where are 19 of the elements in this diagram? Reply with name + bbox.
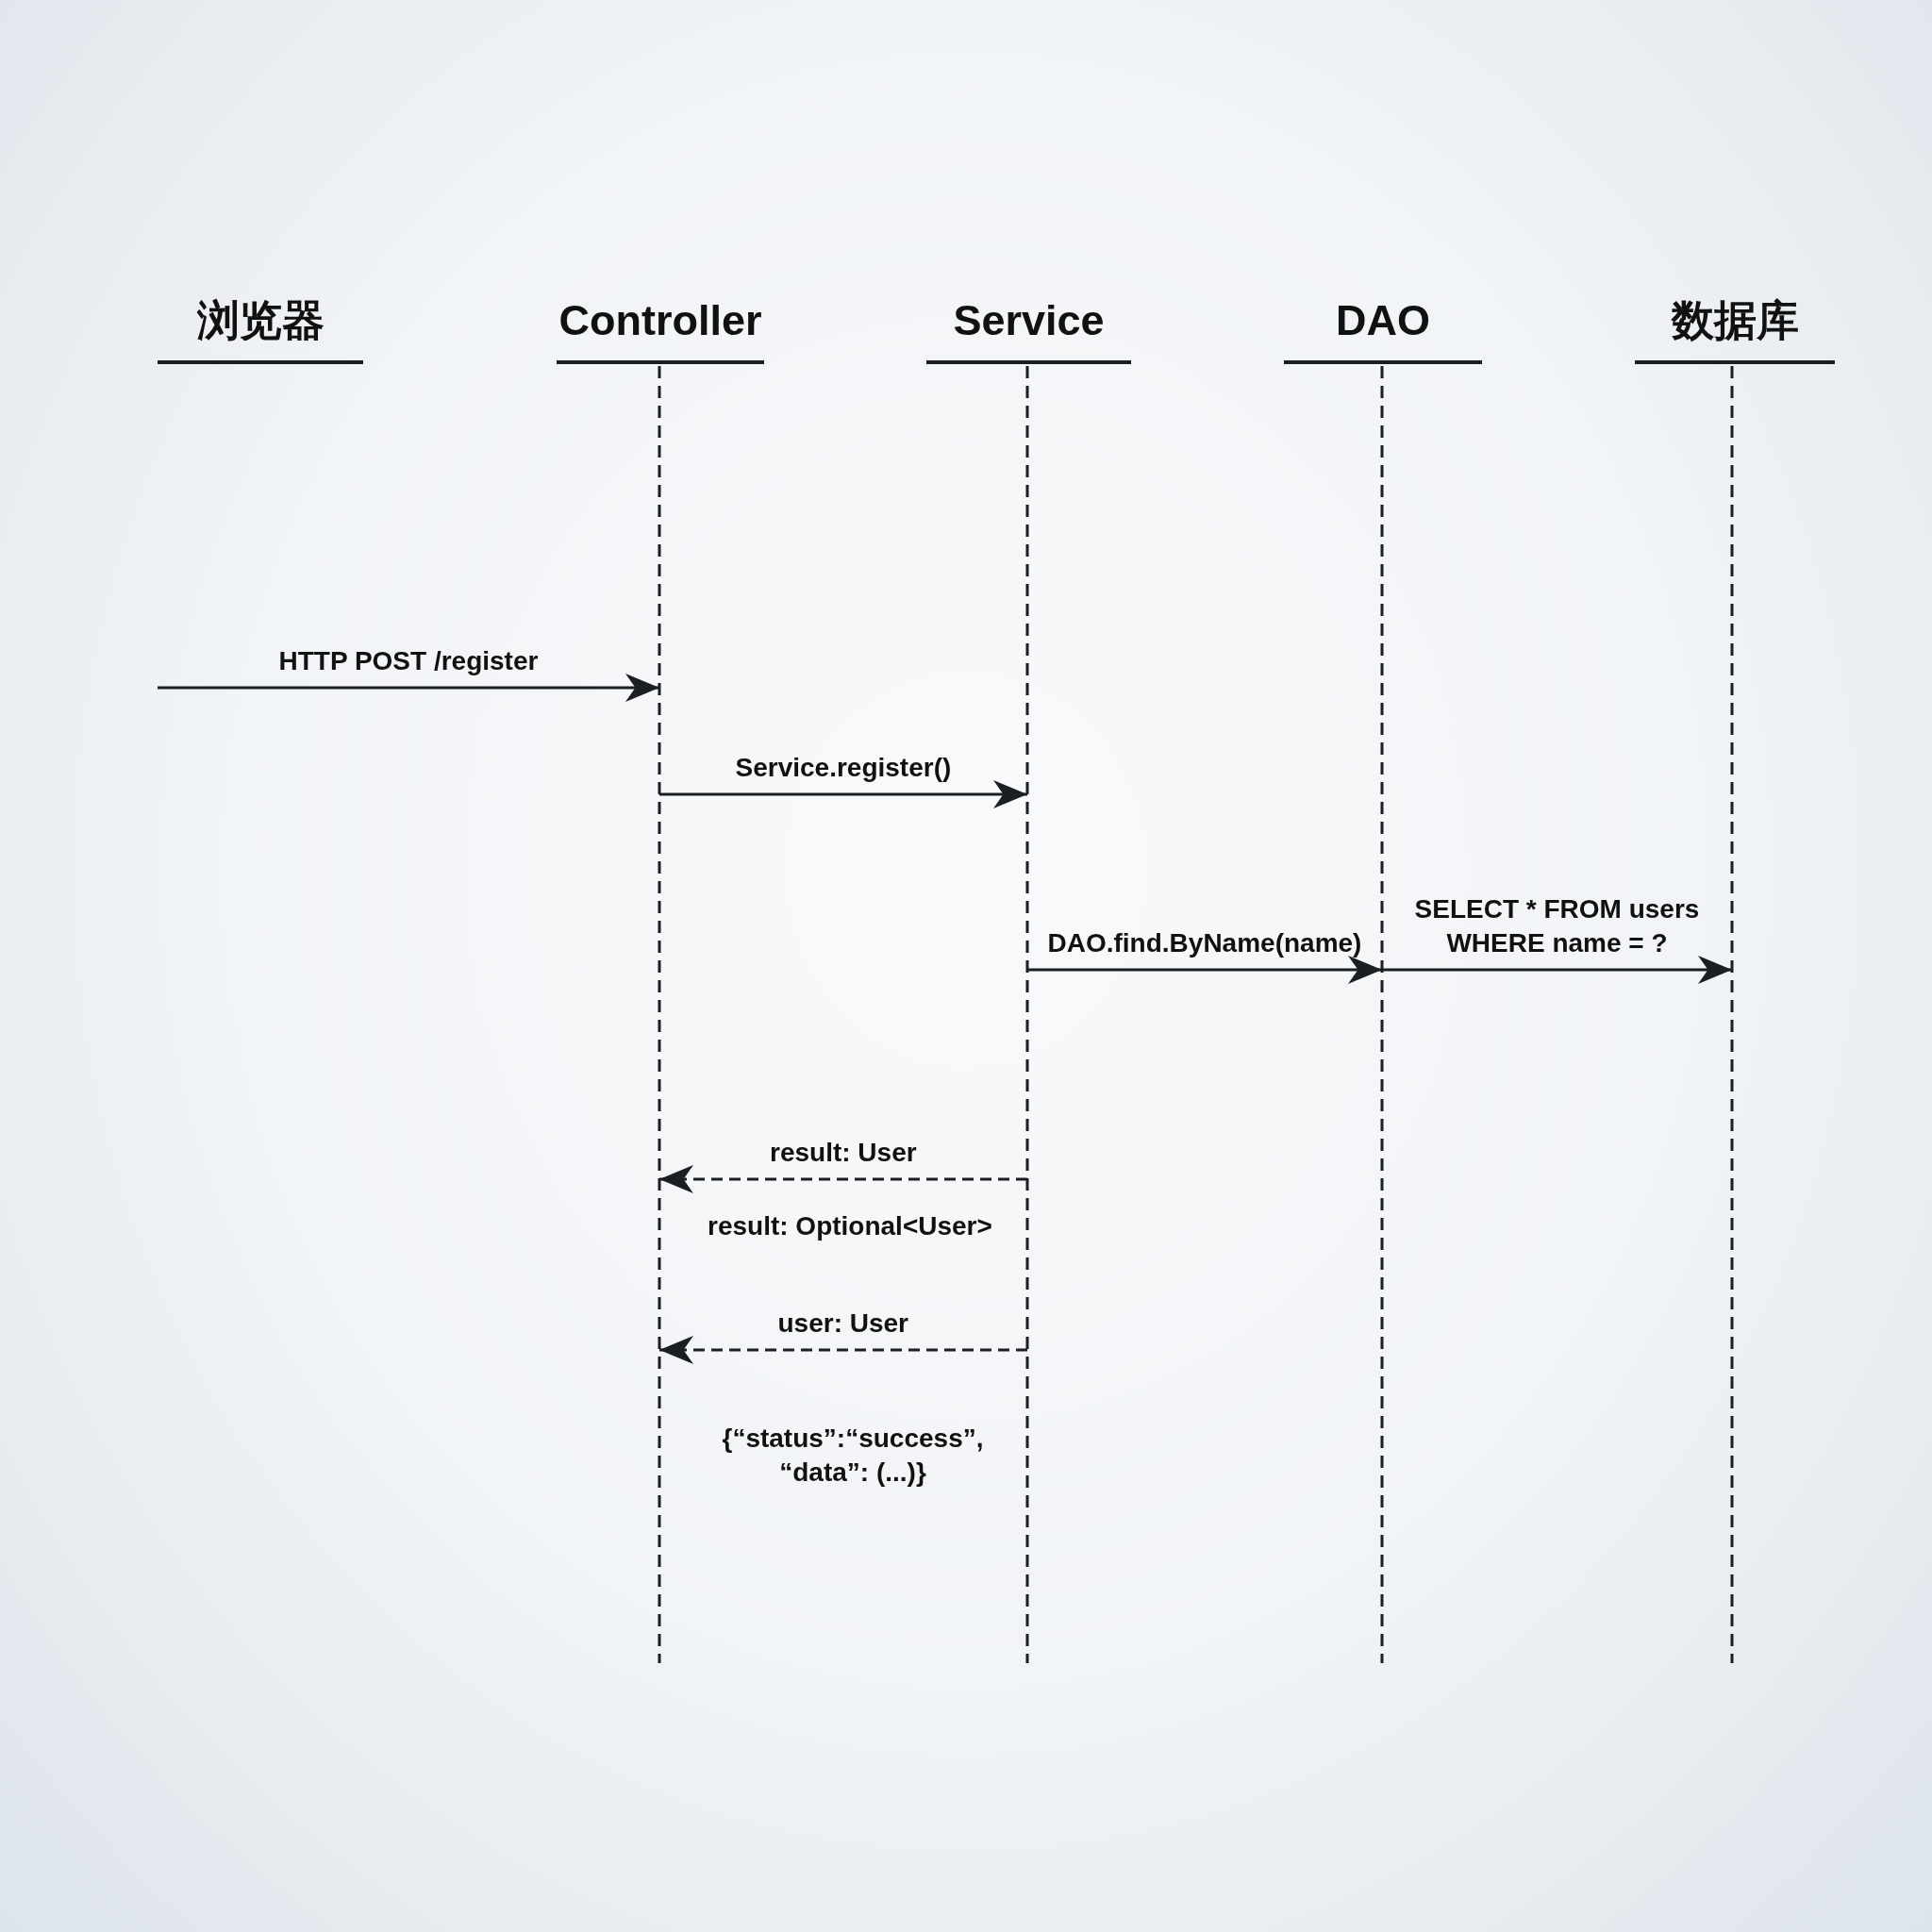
participant-header: Controller <box>557 294 764 364</box>
participant-header: DAO <box>1284 294 1482 364</box>
message-label: SELECT * FROM users WHERE name = ? <box>1413 893 1701 959</box>
message-label: HTTP POST /register <box>278 645 539 677</box>
message-label: result: User <box>770 1137 917 1169</box>
participant-header: 浏览器 <box>158 294 363 364</box>
return-arrow <box>659 1336 1027 1364</box>
message-label: DAO.find.ByName(name) <box>1047 927 1362 959</box>
message-label: user: User <box>777 1307 908 1340</box>
response-text: {“status”:“success”, “data”: (...)} <box>721 1423 985 1489</box>
message-arrow <box>1382 956 1732 984</box>
participant-header: 数据库 <box>1635 294 1835 364</box>
message-arrow <box>158 674 659 702</box>
return-arrow <box>659 1165 1027 1193</box>
response-text: result: Optional<User> <box>708 1210 992 1242</box>
message-arrow <box>1027 956 1382 984</box>
message-label: Service.register() <box>735 752 952 784</box>
message-arrow <box>659 780 1027 808</box>
participant-header: Service <box>926 294 1131 364</box>
